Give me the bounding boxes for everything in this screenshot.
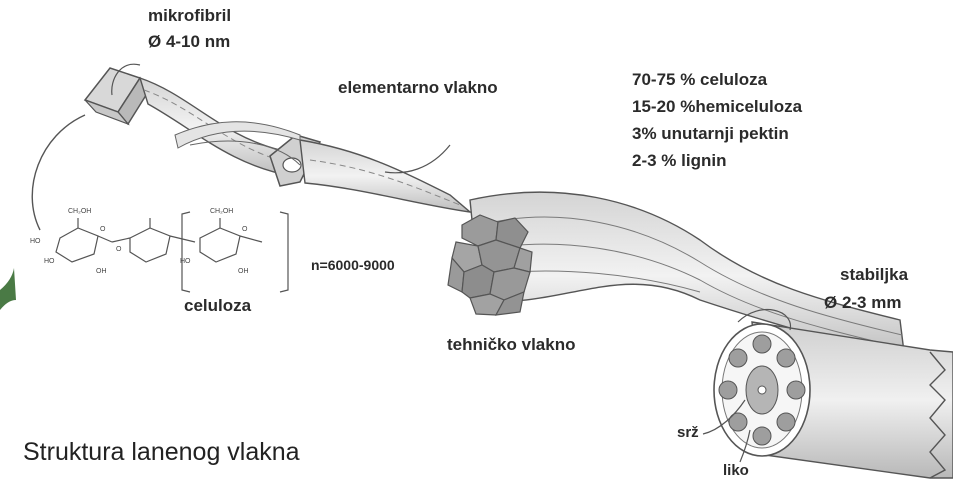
label-celuloza: celuloza (184, 296, 251, 316)
label-degree-polymerization: n=6000-9000 (311, 257, 395, 273)
microfibril-block (85, 68, 148, 124)
label-stabiljka: stabiljka (840, 265, 908, 285)
label-mikrofibril: mikrofibril (148, 6, 231, 26)
chem-o-1: O (100, 226, 105, 233)
chem-o-2: O (116, 246, 121, 253)
composition-item-pektin: 3% unutarnji pektin (632, 120, 802, 147)
composition-item-celuloza: 70-75 % celuloza (632, 66, 802, 93)
label-srz: srž (677, 424, 699, 441)
chem-ho-1: HO (30, 238, 41, 245)
green-arc-decoration (0, 268, 16, 310)
chem-oh-2: OH (238, 268, 249, 275)
chem-ho-2: HO (44, 258, 55, 265)
chem-o-3: O (242, 226, 247, 233)
composition-item-hemiceluloza: 15-20 %hemiceluloza (632, 93, 802, 120)
label-mikrofibril-size: Ø 4-10 nm (148, 32, 230, 52)
figure-caption: Struktura lanenog vlakna (23, 438, 300, 467)
chem-ch2oh-1: CH₂OH (68, 208, 91, 215)
label-stabiljka-size: Ø 2-3 mm (824, 293, 901, 313)
chem-ch2oh-2: CH₂OH (210, 208, 233, 215)
composition-item-lignin: 2-3 % lignin (632, 147, 802, 174)
composition-list: 70-75 % celuloza 15-20 %hemiceluloza 3% … (632, 66, 802, 174)
chem-oh-1: OH (96, 268, 107, 275)
chem-ho-3: HO (180, 258, 191, 265)
label-elementarno-vlakno: elementarno vlakno (338, 78, 498, 98)
cellulose-structure (56, 212, 288, 292)
label-tehnicko-vlakno: tehničko vlakno (447, 335, 575, 355)
technical-fiber-cross-section (448, 215, 532, 315)
label-liko: liko (723, 462, 749, 479)
